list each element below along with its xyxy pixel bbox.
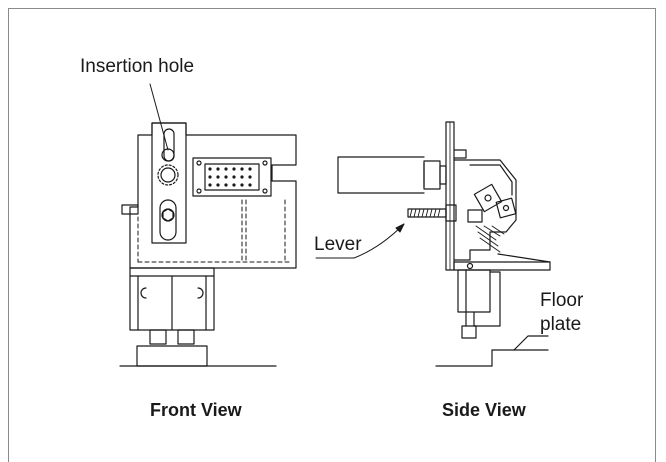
connector-pins: [208, 167, 252, 187]
figure-frame: [8, 8, 656, 462]
front-view-caption: Front View: [150, 400, 242, 420]
front-view-drawing: [119, 122, 297, 367]
floor-plate-label-line2: plate: [540, 314, 582, 335]
lever-label: Lever: [314, 234, 362, 255]
callout-leaders: [149, 83, 405, 259]
side-view-drawing: [337, 121, 551, 367]
side-view-caption: Side View: [442, 400, 526, 420]
insertion-hole-label: Insertion hole: [80, 56, 195, 77]
floor-plate-label-line1: Floor: [540, 290, 584, 311]
